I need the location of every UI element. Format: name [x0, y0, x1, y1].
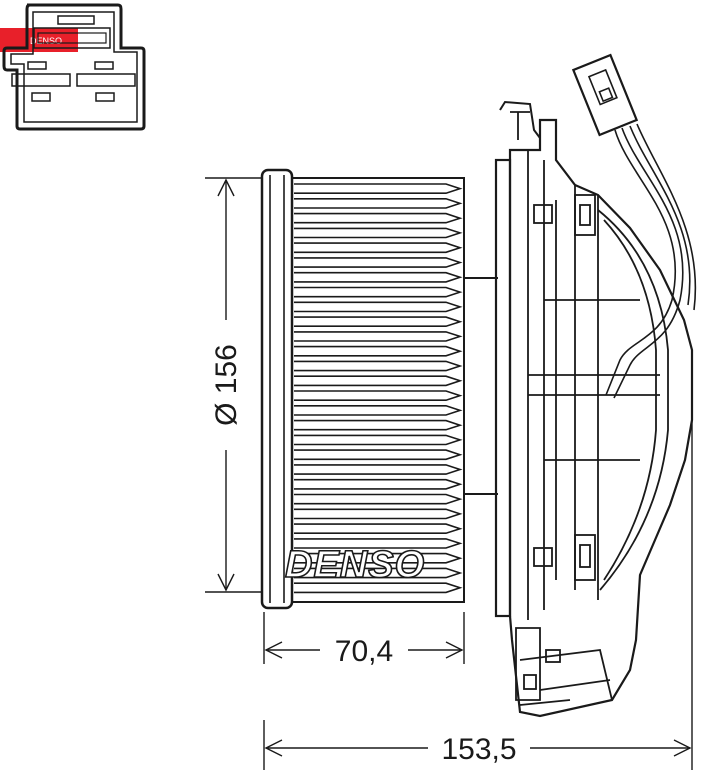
- fan-blade: [294, 582, 463, 594]
- fan-blade: [294, 405, 463, 416]
- fan-blade: [294, 271, 463, 283]
- diameter-label: Ø 156: [210, 344, 243, 426]
- fan-blade: [294, 434, 463, 446]
- fan-blade: [294, 360, 463, 372]
- fan-blade: [294, 567, 463, 579]
- fan-blades: [294, 183, 463, 594]
- fan-width-dimension: [263, 612, 465, 664]
- total-length-dimension: [263, 420, 693, 770]
- corner-badge-text: DENSO: [30, 36, 62, 46]
- fan-blade: [294, 390, 463, 401]
- fan-blade: [294, 508, 463, 520]
- fan-blade: [294, 301, 463, 313]
- fan-blade: [294, 286, 463, 298]
- fan-blade: [294, 538, 463, 549]
- fan-blade: [294, 242, 463, 254]
- fan-blade: [294, 345, 463, 357]
- fan-width-label: 70,4: [335, 635, 393, 668]
- fan-blade: [294, 198, 463, 209]
- diameter-dimension: [205, 177, 262, 593]
- fan-blade: [294, 375, 463, 387]
- fan-blade: [294, 257, 463, 268]
- fan-blade: [294, 552, 463, 564]
- fan-blade: [294, 419, 463, 431]
- fan-blade: [294, 227, 463, 239]
- fan-blade: [294, 523, 463, 534]
- fan-wheel: [260, 168, 498, 610]
- fan-blade: [294, 183, 463, 194]
- total-length-label: 153,5: [441, 733, 516, 766]
- fan-blade: [294, 212, 463, 224]
- wire-harness: [571, 53, 697, 399]
- fan-blade: [294, 316, 463, 327]
- fan-blade: [294, 478, 463, 490]
- fan-blade: [294, 449, 463, 461]
- fan-blade: [294, 331, 463, 342]
- fan-blade: [294, 493, 463, 505]
- denso-logo: DENSO: [285, 544, 425, 586]
- motor-housing: [494, 100, 694, 718]
- fan-blade: [294, 464, 463, 475]
- connector-inset: [2, 3, 146, 131]
